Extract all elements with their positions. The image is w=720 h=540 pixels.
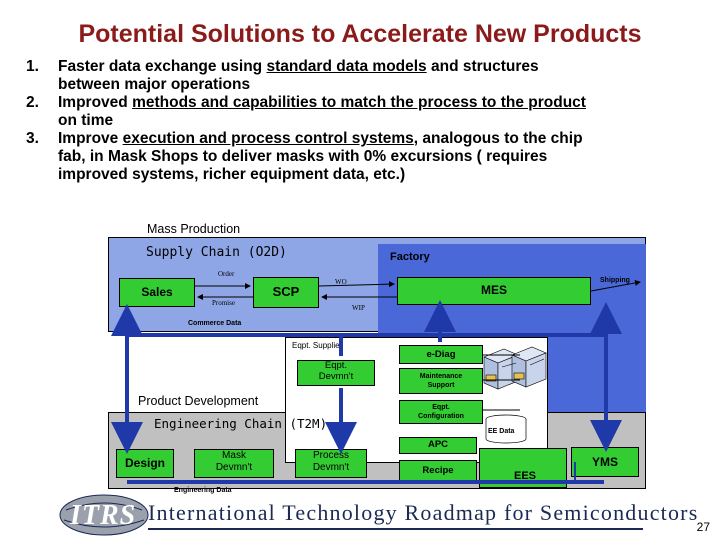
organization-name: International Technology Roadmap for Sem…	[148, 500, 698, 526]
page-number: 27	[697, 520, 710, 534]
footer-divider	[148, 528, 643, 530]
itrs-logo-text: ITRS	[70, 500, 136, 532]
